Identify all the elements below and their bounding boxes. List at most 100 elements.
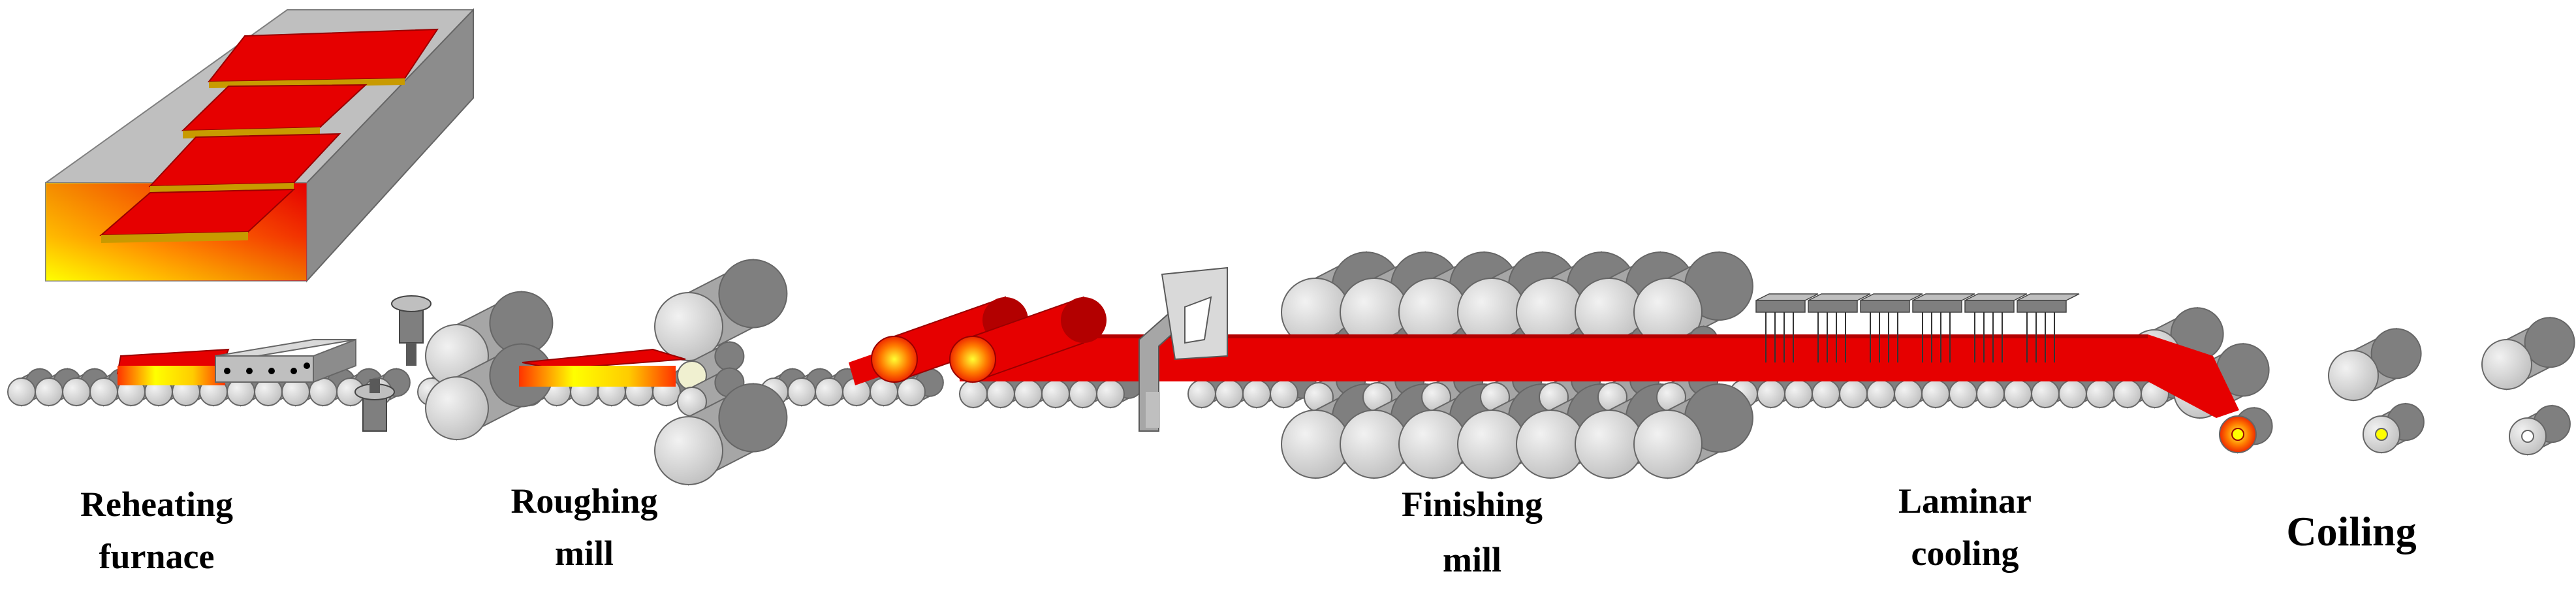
rougher2-top-backup xyxy=(654,258,788,362)
rougher2-bottom-backup-end xyxy=(718,383,788,453)
table-roller-11 xyxy=(309,368,356,407)
furnace-chamber xyxy=(215,338,356,383)
rougher1-bottom-roll-face xyxy=(425,376,489,440)
table-roller-2-face xyxy=(62,378,91,406)
table-roller-30-face xyxy=(959,379,988,408)
table-roller-33-face xyxy=(1041,379,1070,408)
table-roller-53-face xyxy=(2086,379,2114,408)
label-roughing-mill: Roughing xyxy=(510,481,657,521)
table-roller-29 xyxy=(897,368,944,407)
table-roller-31-face xyxy=(986,379,1015,408)
hot-coil xyxy=(2219,406,2273,454)
header-2-body xyxy=(1808,300,1858,313)
table-roller-47-face xyxy=(1921,379,1950,408)
furnace-inset xyxy=(45,8,474,283)
table-roller-26-face xyxy=(815,378,843,406)
header-3-body xyxy=(1860,300,1910,313)
rougher2-top-work-end xyxy=(714,341,745,372)
coilers xyxy=(2219,316,2575,456)
laminar-cooling-headers xyxy=(1755,293,2080,362)
table-roller-49-face xyxy=(1976,379,2005,408)
table-roller-52-face xyxy=(2058,379,2087,408)
table-roller-41-face xyxy=(1757,379,1785,408)
label-laminar-cooling: Laminar xyxy=(1898,481,2032,521)
header-6-body xyxy=(2017,300,2067,313)
finishing-stand-7-bottom-backup xyxy=(1633,383,1753,479)
coiler1-top-roll xyxy=(2328,327,2422,402)
finishing-stand-6-bottom-backup-face xyxy=(1575,410,1644,479)
furnace-slab-2 xyxy=(181,84,368,138)
coiler1-core xyxy=(2375,428,2388,441)
label-coiling: Coiling xyxy=(2286,508,2416,555)
header-4-body xyxy=(1912,300,1962,313)
rougher2-top-work xyxy=(677,340,745,391)
finishing-stand-4-bottom-backup-face xyxy=(1457,410,1526,479)
header-5-body xyxy=(1964,300,2015,313)
rougher2-bottom-backup xyxy=(654,382,788,486)
table-roller-1-face xyxy=(35,378,63,406)
transfer-bar-2-face xyxy=(949,336,996,383)
table-roller-25-face xyxy=(787,378,816,406)
table-roller-35-face xyxy=(1096,379,1125,408)
finishing-stand-5-bottom-backup-face xyxy=(1516,410,1585,479)
furnace-slab-4 xyxy=(99,188,296,243)
finishing-stand-7-bottom-backup-face xyxy=(1633,410,1703,479)
rougher2-top-backup-end xyxy=(718,259,788,329)
label-reheating-furnace: Reheating xyxy=(80,485,233,524)
table-roller-48-face xyxy=(1949,379,1977,408)
finishing-stand-7-top-backup xyxy=(1633,251,1753,347)
table-roller-42-face xyxy=(1784,379,1813,408)
table-roller-51-face xyxy=(2031,379,2060,408)
strip-top-edge xyxy=(960,334,2148,338)
header-3-top xyxy=(1860,293,1923,301)
table-roller-3-face xyxy=(89,378,118,406)
rougher2-top-backup-face xyxy=(654,292,723,361)
crop-shear xyxy=(1139,266,1228,432)
coiler1-top-roll-end xyxy=(2370,328,2422,379)
roller-tables xyxy=(7,251,2270,486)
transfer-bar-1-face xyxy=(871,336,918,383)
table-roller-34-face xyxy=(1069,379,1097,408)
table-roller-36-face xyxy=(1187,379,1216,408)
furnace-line-slab xyxy=(116,348,230,385)
roughing-slab xyxy=(519,348,686,387)
table-roller-45-face xyxy=(1866,379,1895,408)
coiler2-top-roll-face xyxy=(2481,339,2532,390)
coiler1-top-roll-face xyxy=(2328,350,2379,401)
table-roller-32-face xyxy=(1014,379,1043,408)
edger-rolls xyxy=(354,295,432,432)
header-1-top xyxy=(1755,293,1819,301)
table-roller-29-face xyxy=(897,378,926,406)
label-reheating-furnace-2: furnace xyxy=(99,537,215,576)
coiler2-top-roll xyxy=(2481,316,2575,391)
finishing-stand-3-bottom-backup-face xyxy=(1398,410,1468,479)
header-1-body xyxy=(1755,300,1806,313)
table-roller-50-face xyxy=(2003,379,2032,408)
transfer-bar-2 xyxy=(949,296,1107,383)
header-4-top xyxy=(1912,293,1975,301)
coiler1-mandrel xyxy=(2363,402,2425,454)
rougher2-bottom-backup-face xyxy=(654,416,723,485)
coiler2-mandrel xyxy=(2509,404,2571,456)
header-5-top xyxy=(1964,293,2028,301)
finishing-stand-1-bottom-backup-face xyxy=(1281,410,1350,479)
table-roller-0-face xyxy=(7,378,36,406)
table-roller-43-face xyxy=(1812,379,1840,408)
table-roller-44-face xyxy=(1839,379,1868,408)
transfer-bar-2-end xyxy=(1061,297,1107,343)
strip-to-coiler xyxy=(2148,334,2239,418)
table-roller-39-face xyxy=(1270,379,1298,408)
table-roller-37-face xyxy=(1215,379,1244,408)
coiler2-core xyxy=(2521,430,2534,443)
strip-body xyxy=(960,334,2148,381)
table-roller-54-face xyxy=(2113,379,2142,408)
finishing-stand-2-bottom-backup-face xyxy=(1340,410,1409,479)
header-2-top xyxy=(1808,293,1871,301)
rougher1-top-roll xyxy=(425,290,554,389)
table-roller-46-face xyxy=(1894,379,1923,408)
label-finishing-mill-2: mill xyxy=(1443,540,1501,579)
table-roller-38-face xyxy=(1242,379,1271,408)
label-laminar-cooling-2: cooling xyxy=(1911,534,2018,573)
label-finishing-mill: Finishing xyxy=(1402,485,1543,524)
